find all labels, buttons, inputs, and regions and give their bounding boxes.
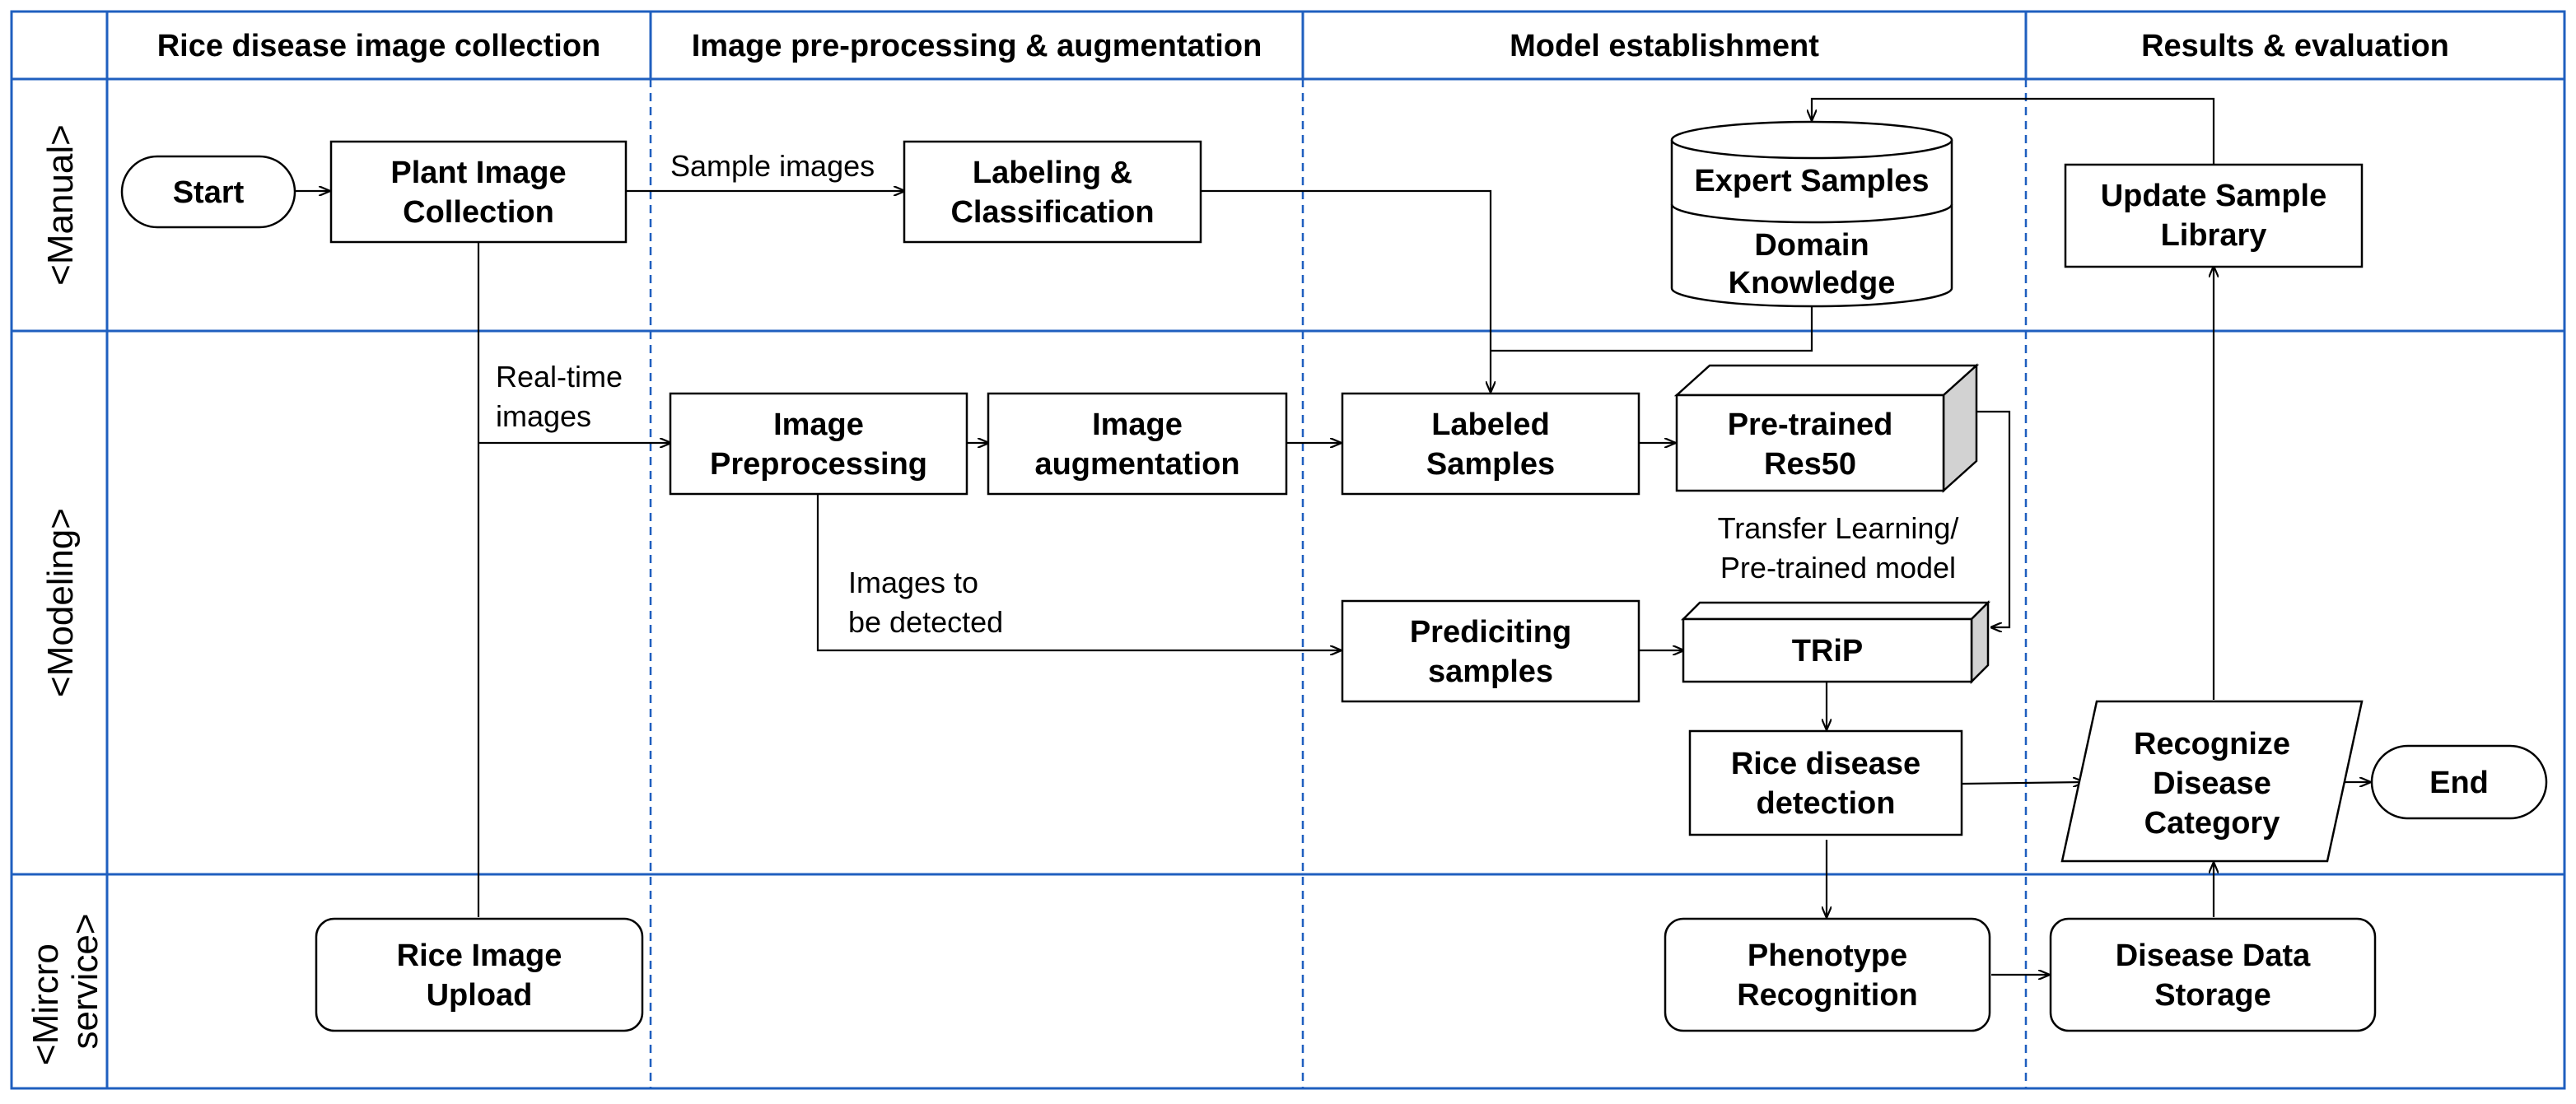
column-header-preprocessing: Image pre-processing & augmentation — [692, 29, 1262, 63]
node-start: Start — [120, 155, 296, 229]
svg-text:Image: Image — [773, 408, 864, 442]
lane-label-modeling: <Modeling> — [40, 508, 81, 697]
svg-text:Res50: Res50 — [1764, 447, 1856, 482]
node-trip-model: TRiP — [1680, 599, 1991, 685]
svg-text:augmentation: augmentation — [1034, 447, 1239, 482]
node-labeling-classification: Labeling & Classification — [903, 140, 1202, 244]
node-predicting-samples: Prediciting samples — [1341, 599, 1640, 703]
column-header-collection: Rice disease image collection — [157, 29, 601, 63]
column-header-model: Model establishment — [1510, 29, 1819, 63]
node-plant-image-collection: Plant Image Collection — [329, 140, 628, 244]
edge-label-transfer-learning: Transfer Learning/ — [1718, 511, 1959, 545]
node-pretrained-res50: Pre-trained Res50 — [1673, 363, 1980, 493]
svg-text:Prediciting: Prediciting — [1410, 615, 1571, 650]
connectors — [295, 97, 2370, 975]
node-labeled-samples: Labeled Samples — [1341, 392, 1640, 496]
svg-text:Collection: Collection — [403, 195, 554, 230]
node-image-augmentation: Image augmentation — [987, 392, 1288, 496]
svg-text:detection: detection — [1757, 786, 1896, 821]
svg-text:Rice Image: Rice Image — [397, 939, 562, 973]
edge-label-realtime: Real-time — [496, 360, 623, 394]
svg-text:Image: Image — [1092, 408, 1183, 442]
svg-text:Library: Library — [2161, 218, 2267, 253]
edge-label-realtime-2: images — [496, 399, 591, 433]
svg-text:Disease: Disease — [2153, 766, 2271, 801]
edge-knowledge-to-labeled — [1491, 306, 1813, 352]
svg-text:Plant Image: Plant Image — [390, 156, 566, 190]
svg-text:Phenotype: Phenotype — [1748, 939, 1907, 973]
node-disease-data-storage: Disease Data Storage — [2049, 917, 2377, 1032]
svg-text:Recognition: Recognition — [1737, 978, 1918, 1013]
svg-text:Domain: Domain — [1754, 228, 1869, 263]
edge-label-sample-images: Sample images — [670, 149, 875, 183]
svg-text:Preprocessing: Preprocessing — [710, 447, 927, 482]
node-update-sample-library: Update Sample Library — [2064, 163, 2364, 268]
svg-text:Disease Data: Disease Data — [2116, 939, 2311, 973]
svg-text:TRiP: TRiP — [1792, 634, 1864, 668]
node-phenotype-recognition: Phenotype Recognition — [1664, 917, 1991, 1032]
edge-preprocessing-to-predicting — [816, 494, 1341, 650]
edge-detection-to-recognize — [1961, 782, 2084, 784]
svg-text:Update Sample: Update Sample — [2101, 179, 2327, 213]
svg-text:Upload: Upload — [427, 978, 533, 1013]
svg-text:samples: samples — [1428, 654, 1553, 689]
node-expert-samples-database: Expert Samples Domain Knowledge — [1670, 120, 1953, 308]
svg-text:Recognize: Recognize — [2134, 727, 2290, 762]
edge-label-images-to-detect: Images to — [848, 566, 978, 599]
svg-text:Start: Start — [173, 175, 245, 210]
lane-label-manual: <Manual> — [40, 124, 81, 286]
node-recognize-disease-category: Recognize Disease Category — [2060, 700, 2364, 863]
node-end: End — [2370, 744, 2548, 820]
edge-update-to-expert — [1812, 97, 2215, 165]
svg-text:Storage: Storage — [2154, 978, 2270, 1013]
svg-text:Knowledge: Knowledge — [1729, 266, 1896, 300]
svg-text:Samples: Samples — [1426, 447, 1555, 482]
node-rice-image-upload: Rice Image Upload — [315, 917, 644, 1032]
node-image-preprocessing: Image Preprocessing — [669, 392, 968, 496]
svg-text:Classification: Classification — [950, 195, 1154, 230]
edge-label-images-to-detect-2: be detected — [848, 605, 1003, 639]
node-rice-disease-detection: Rice disease detection — [1688, 729, 1963, 836]
svg-text:Pre-trained: Pre-trained — [1728, 408, 1893, 442]
svg-text:Category: Category — [2144, 806, 2280, 841]
svg-text:Rice disease: Rice disease — [1731, 747, 1920, 781]
edge-labeling-to-labeled — [1201, 189, 1491, 392]
edge-label-transfer-learning-2: Pre-trained model — [1720, 551, 1956, 585]
svg-text:End: End — [2429, 766, 2489, 800]
svg-text:Expert Samples: Expert Samples — [1694, 164, 1929, 198]
svg-text:Labeling &: Labeling & — [973, 156, 1132, 190]
edge-res50-to-trip — [1975, 410, 2011, 627]
svg-text:Labeled: Labeled — [1431, 408, 1550, 442]
swimlane-grid — [10, 10, 2566, 1090]
lane-label-microservice: <Mircro service> — [26, 913, 105, 1065]
column-header-results: Results & evaluation — [2141, 29, 2449, 63]
